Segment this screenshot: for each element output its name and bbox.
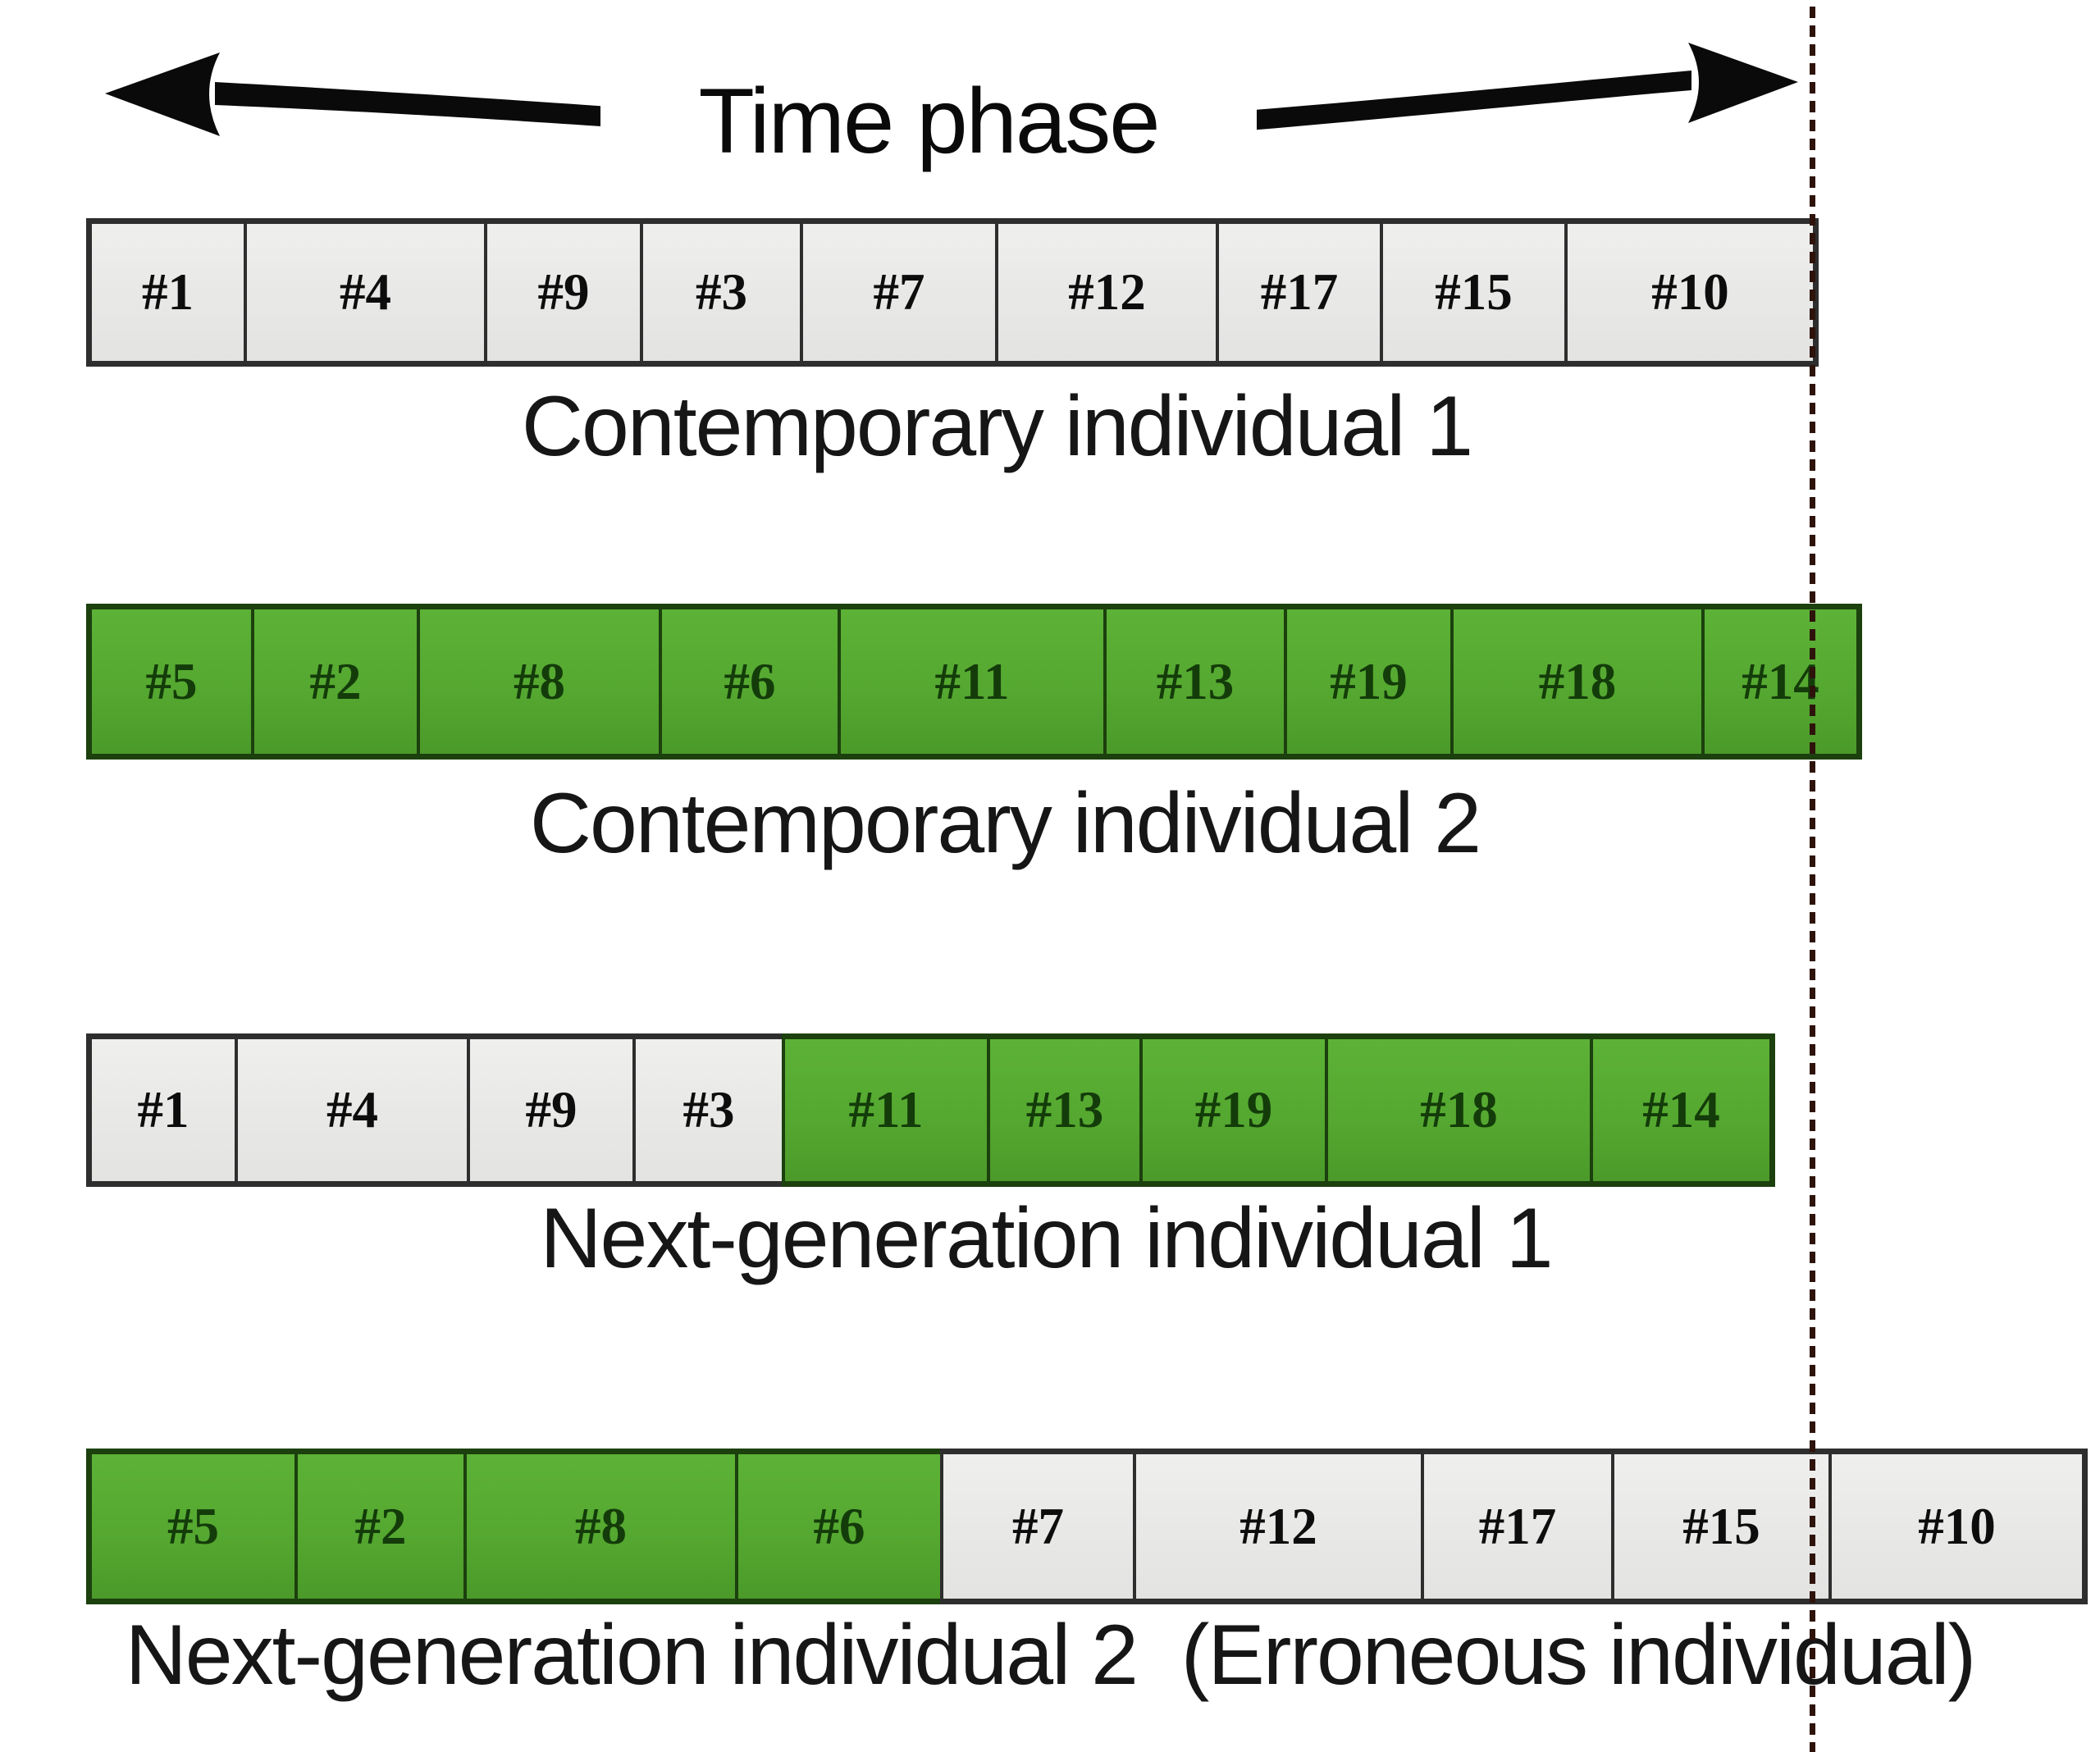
cell-id: #1 bbox=[142, 263, 194, 321]
cell-id: #13 bbox=[1156, 652, 1235, 710]
cell-id: #8 bbox=[514, 652, 565, 710]
cell-id: #4 bbox=[326, 1081, 378, 1138]
row-label-next-generation-individual-1: Next-generation individual 1 bbox=[540, 1191, 1553, 1286]
cell-id: #3 bbox=[696, 263, 747, 321]
cell-id: #15 bbox=[1682, 1497, 1760, 1555]
chromosome-cell: #2 bbox=[294, 1449, 463, 1604]
chromosome-cell: #12 bbox=[1133, 1449, 1421, 1604]
chromosome-cell: #9 bbox=[484, 218, 640, 367]
cell-id: #5 bbox=[167, 1497, 219, 1555]
chromosome-cell: #8 bbox=[463, 1449, 735, 1604]
chromosome-cell: #5 bbox=[86, 604, 251, 760]
chromosome-cell: #4 bbox=[235, 1033, 467, 1187]
chromosome-cell: #14 bbox=[1701, 604, 1862, 760]
cell-id: #6 bbox=[813, 1497, 865, 1555]
cell-id: #9 bbox=[525, 1081, 578, 1138]
chromosome-cell: #4 bbox=[244, 218, 484, 367]
chromosome-cell: #10 bbox=[1564, 218, 1819, 367]
chromosome-cell: #11 bbox=[838, 604, 1103, 760]
chromosome-cell: #7 bbox=[940, 1449, 1133, 1604]
row-next-generation-individual-1: #1 #4 #9 #3 #11 #13 #19 #18 #14 bbox=[86, 1033, 1775, 1187]
chromosome-cell: #13 bbox=[987, 1033, 1139, 1187]
chromosome-cell: #3 bbox=[640, 218, 800, 367]
row-label-contemporary-individual-1: Contemporary individual 1 bbox=[521, 379, 1473, 474]
chromosome-cell: #2 bbox=[251, 604, 417, 760]
chromosome-bar: #5 #2 #8 #6 #11 #13 #19 #18 #14 bbox=[86, 604, 1862, 760]
chromosome-cell: #9 bbox=[467, 1033, 632, 1187]
chromosome-cell: #13 bbox=[1103, 604, 1284, 760]
cell-id: #18 bbox=[1538, 652, 1617, 710]
chromosome-bar: #1 #4 #9 #3 #11 #13 #19 #18 #14 bbox=[86, 1033, 1775, 1187]
cell-id: #11 bbox=[848, 1081, 924, 1138]
chromosome-cell: #7 bbox=[800, 218, 995, 367]
time-marker-dashed-line bbox=[1810, 7, 1815, 1752]
cell-id: #7 bbox=[873, 263, 925, 321]
cell-id: #12 bbox=[1068, 263, 1146, 321]
cell-id: #7 bbox=[1012, 1497, 1064, 1555]
cell-id: #12 bbox=[1239, 1497, 1317, 1555]
row-contemporary-individual-1: #1 #4 #9 #3 #7 #12 #17 #15 #10 bbox=[86, 218, 1819, 367]
chromosome-cell: #8 bbox=[417, 604, 659, 760]
cell-id: #8 bbox=[575, 1497, 627, 1555]
cell-id: #13 bbox=[1025, 1081, 1104, 1138]
cell-id: #10 bbox=[1651, 263, 1729, 321]
cell-id: #10 bbox=[1918, 1497, 1996, 1555]
cell-id: #1 bbox=[137, 1081, 189, 1138]
chromosome-bar: #5 #2 #8 #6 #7 #12 #17 #15 #10 bbox=[86, 1449, 2088, 1604]
chromosome-cell: #1 bbox=[86, 1033, 235, 1187]
row-contemporary-individual-2: #5 #2 #8 #6 #11 #13 #19 #18 #14 bbox=[86, 604, 1862, 760]
chromosome-cell: #5 bbox=[86, 1449, 294, 1604]
cell-id: #17 bbox=[1260, 263, 1339, 321]
cell-id: #15 bbox=[1435, 263, 1513, 321]
row-label-next-generation-individual-2: Next-generation individual 2 (Erroneous … bbox=[125, 1608, 1977, 1703]
chromosome-cell: #6 bbox=[659, 604, 838, 760]
cell-id: #2 bbox=[354, 1497, 407, 1555]
cell-id: #9 bbox=[537, 263, 590, 321]
right-arrowhead-icon bbox=[1688, 43, 1798, 123]
chromosome-cell: #15 bbox=[1611, 1449, 1828, 1604]
cell-id: #2 bbox=[309, 652, 362, 710]
chromosome-cell: #6 bbox=[735, 1449, 940, 1604]
chromosome-cell: #17 bbox=[1421, 1449, 1611, 1604]
chromosome-cell: #19 bbox=[1284, 604, 1450, 760]
chromosome-cell: #11 bbox=[782, 1033, 987, 1187]
cell-id: #5 bbox=[145, 652, 198, 710]
chromosome-bar: #1 #4 #9 #3 #7 #12 #17 #15 #10 bbox=[86, 218, 1819, 367]
cell-id: #11 bbox=[934, 652, 1010, 710]
cell-id: #14 bbox=[1642, 1081, 1720, 1138]
cell-id: #19 bbox=[1194, 1081, 1273, 1138]
cell-id: #14 bbox=[1742, 652, 1819, 710]
row-next-generation-individual-2: #5 #2 #8 #6 #7 #12 #17 #15 #10 bbox=[86, 1449, 2088, 1604]
chromosome-cell: #1 bbox=[86, 218, 244, 367]
chromosome-cell: #14 bbox=[1590, 1033, 1775, 1187]
cell-id: #6 bbox=[724, 652, 776, 710]
cell-id: #3 bbox=[682, 1081, 735, 1138]
cell-id: #4 bbox=[340, 263, 391, 321]
cell-id: #19 bbox=[1330, 652, 1408, 710]
chromosome-cell: #15 bbox=[1380, 218, 1564, 367]
chromosome-cell: #12 bbox=[995, 218, 1216, 367]
chromosome-cell: #10 bbox=[1828, 1449, 2088, 1604]
time-phase-label: Time phase bbox=[600, 72, 1257, 175]
row-label-contemporary-individual-2: Contemporary individual 2 bbox=[529, 776, 1481, 871]
left-arrowhead-icon bbox=[105, 52, 220, 136]
chromosome-cell: #19 bbox=[1139, 1033, 1325, 1187]
cell-id: #17 bbox=[1478, 1497, 1557, 1555]
chromosome-cell: #17 bbox=[1216, 218, 1380, 367]
cell-id: #18 bbox=[1420, 1081, 1498, 1138]
chromosome-cell: #3 bbox=[632, 1033, 782, 1187]
chromosome-cell: #18 bbox=[1325, 1033, 1590, 1187]
chromosome-cell: #18 bbox=[1450, 604, 1701, 760]
